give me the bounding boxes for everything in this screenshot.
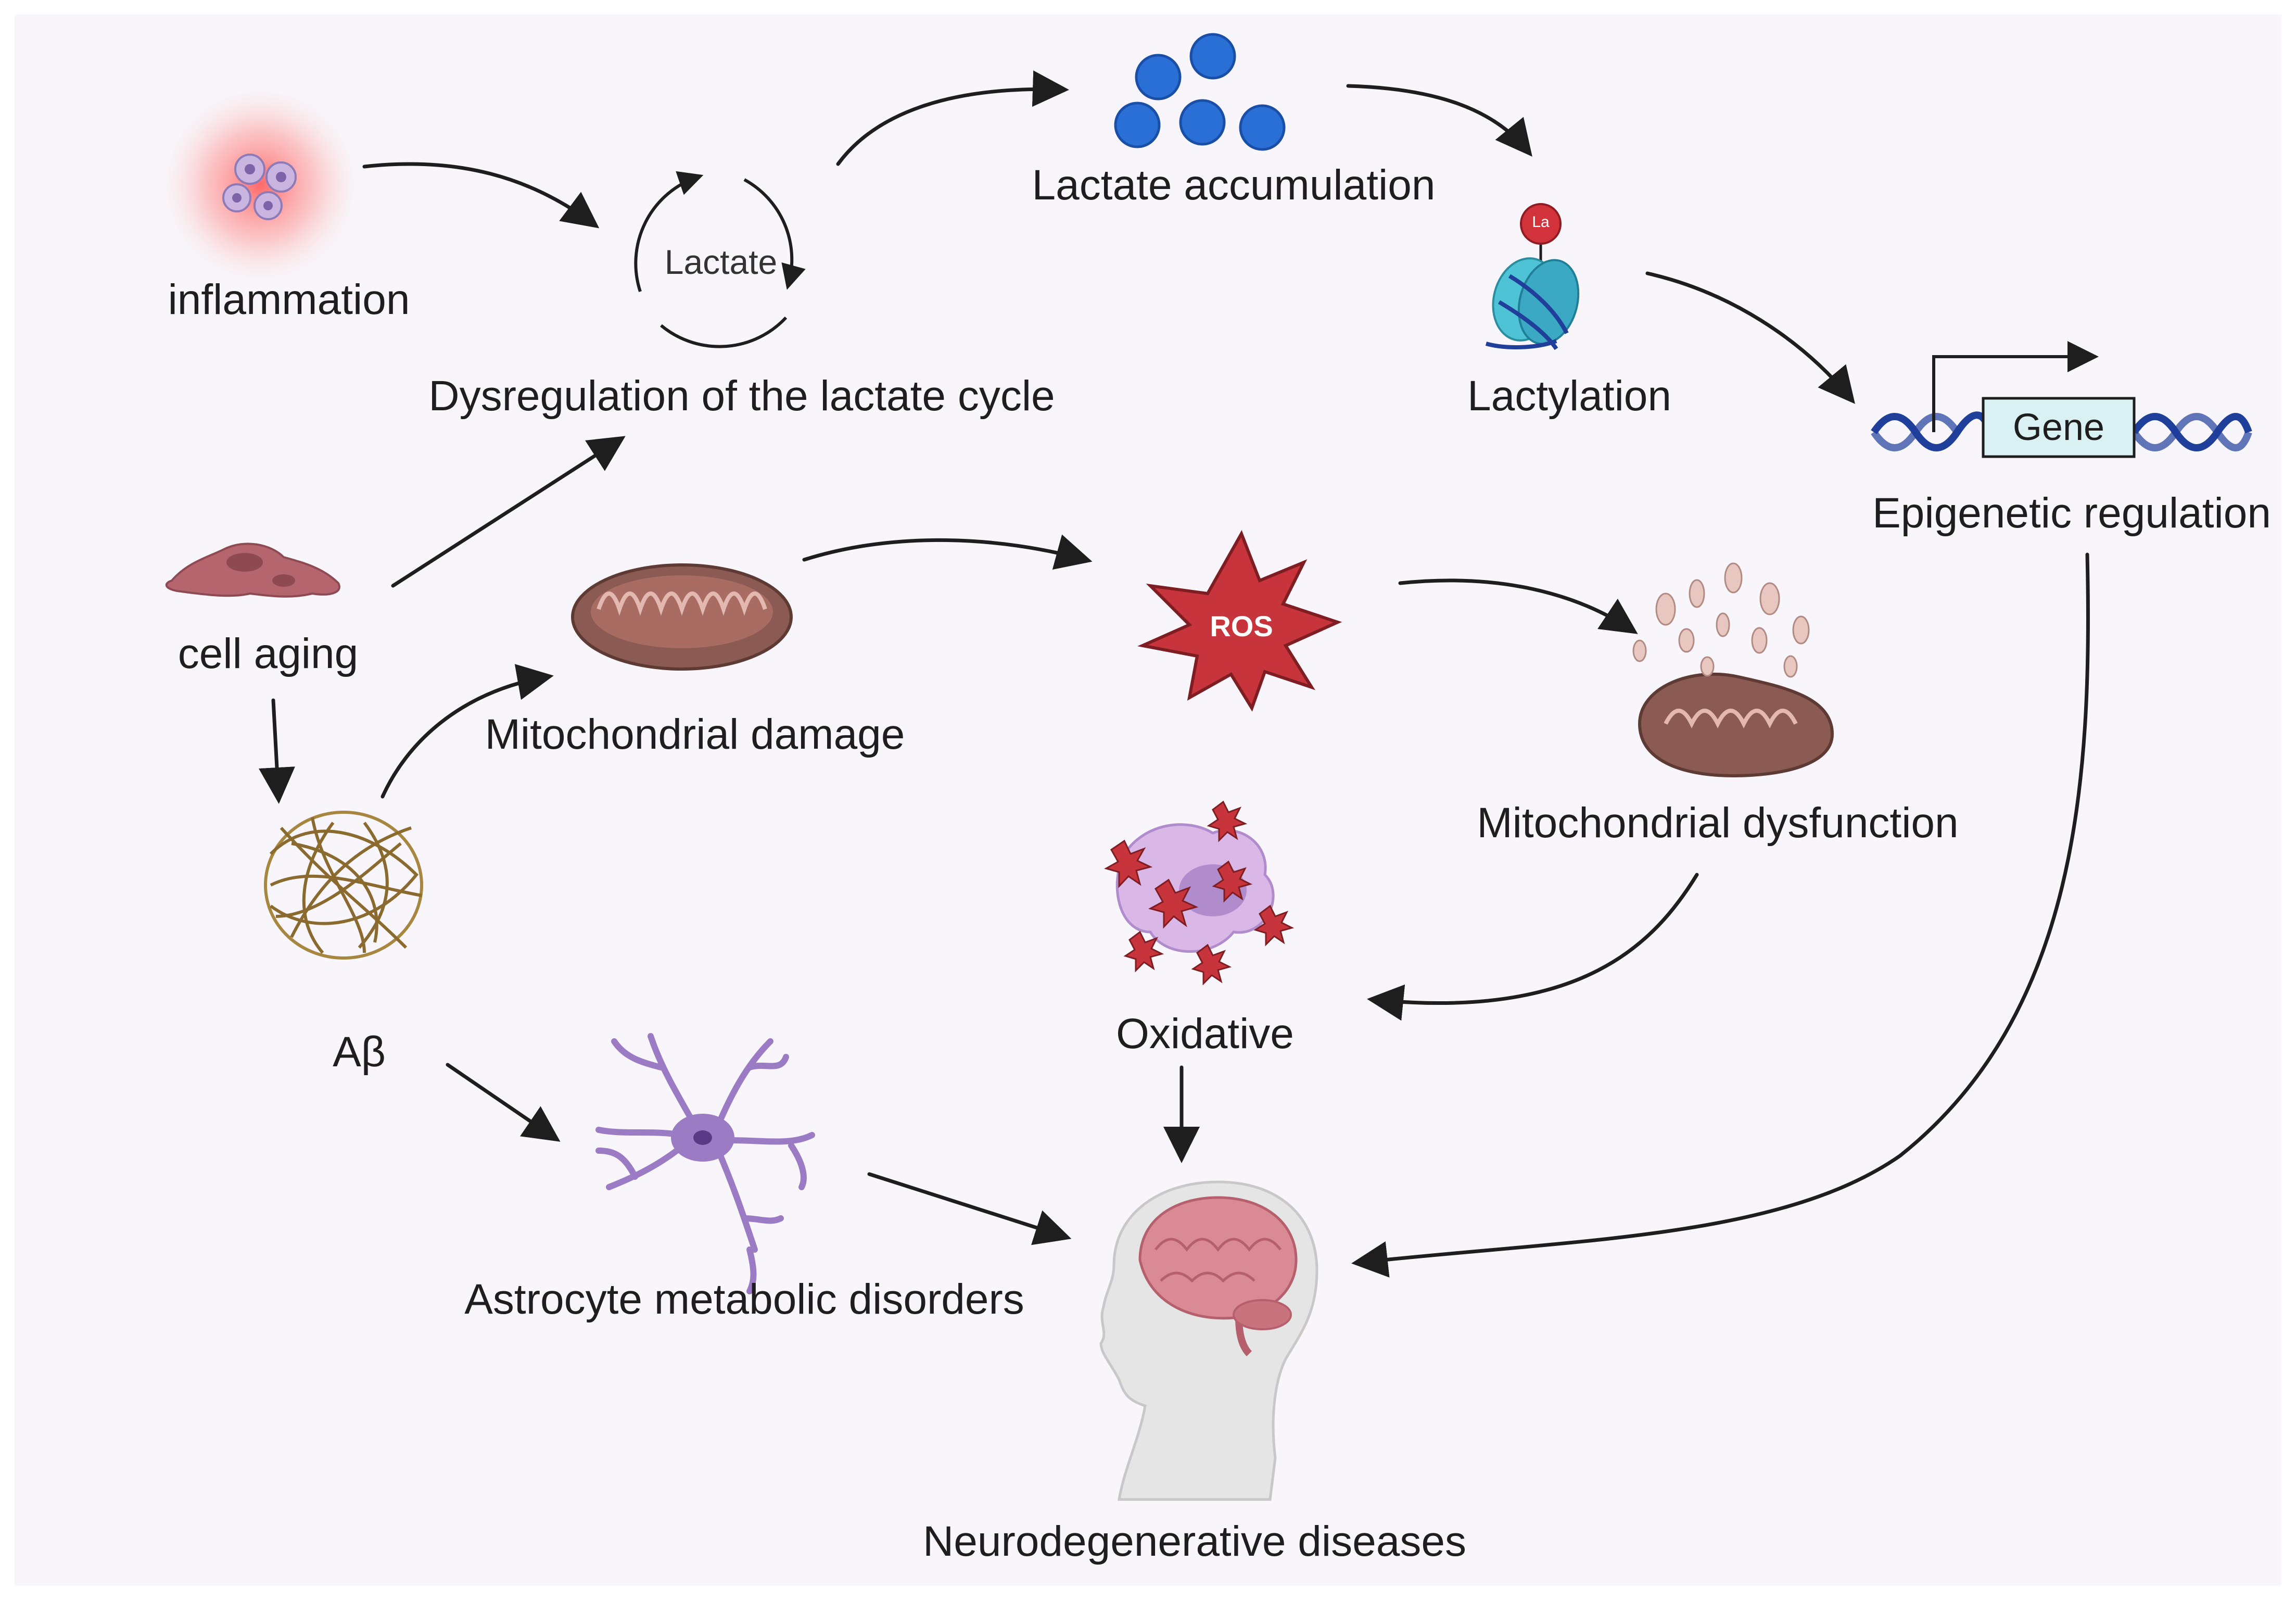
ros-icon [1137, 530, 1342, 712]
label-epigenetic-regulation: Epigenetic regulation [1872, 489, 2271, 537]
lactate-dots-icon [1114, 33, 1286, 151]
label-ros: ROS [1210, 610, 1273, 642]
arrow-cycle-to-accumulation [836, 70, 1069, 166]
arrow-aging-to-cycle [391, 436, 626, 588]
arrow-aging-to-abeta [259, 698, 295, 804]
label-abeta: Aβ [333, 1028, 386, 1076]
lactate-cycle-icon [634, 171, 806, 348]
mito-dysfunction-icon [1632, 562, 1834, 778]
arrow-lactylation-to-epigenetic [1645, 271, 1855, 404]
arrow-epigenetic-to-neuro [1351, 552, 2090, 1278]
arrows [259, 70, 2090, 1278]
arrow-dysfunction-to-oxidative [1367, 873, 1699, 1021]
astrocyte-icon [595, 1033, 815, 1294]
mitochondria-icon [571, 563, 793, 671]
gene-icon [1871, 341, 2252, 458]
arrow-accumulation-to-lactylation [1346, 84, 1532, 157]
lactylation-icon [1485, 203, 1580, 350]
label-mitochondrial-damage: Mitochondrial damage [485, 711, 905, 758]
amyloid-beta-icon [264, 811, 423, 960]
label-la-badge: La [1532, 213, 1550, 231]
label-lactate-accumulation: Lactate accumulation [1032, 161, 1436, 209]
arrow-abeta-to-mito [380, 664, 554, 799]
label-oxidative: Oxidative [1116, 1010, 1294, 1057]
arrow-abeta-to-astrocyte [446, 1063, 561, 1142]
arrow-ros-to-dysfunction [1398, 578, 1638, 634]
arrow-mito-to-ros [802, 534, 1093, 570]
brain-head-icon [1099, 1180, 1318, 1501]
label-neurodegenerative-diseases: Neurodegenerative diseases [923, 1518, 1466, 1565]
arrow-astrocyte-to-neuro [867, 1172, 1072, 1245]
label-dysregulation: Dysregulation of the lactate cycle [428, 372, 1055, 420]
label-astrocyte-metabolic-disorders: Astrocyte metabolic disorders [464, 1276, 1024, 1323]
label-lactylation: Lactylation [1467, 372, 1672, 420]
oxidative-cell-icon [1104, 800, 1295, 986]
label-gene: Gene [2012, 407, 2105, 448]
arrow-inflammation-to-cycle [362, 162, 600, 229]
inflammation-icon [161, 86, 359, 284]
label-inflammation: inflammation [168, 276, 410, 323]
cell-aging-icon [165, 543, 340, 598]
label-cell-aging: cell aging [177, 630, 359, 677]
label-mitochondrial-dysfunction: Mitochondrial dysfunction [1477, 799, 1959, 847]
label-lactate-center: Lactate [664, 243, 778, 281]
